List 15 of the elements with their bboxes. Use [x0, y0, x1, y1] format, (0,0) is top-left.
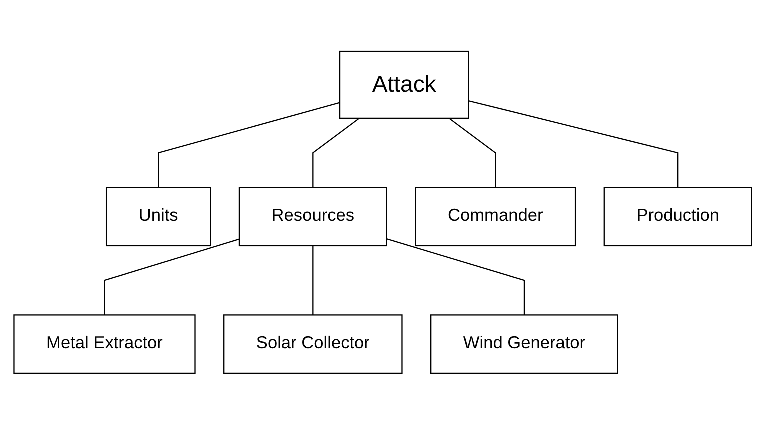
node-box: Solar Collector [224, 314, 403, 374]
connector [312, 246, 314, 316]
connector [312, 118, 360, 188]
node-box: Metal Extractor [14, 314, 196, 374]
connector [158, 102, 340, 188]
node-box: Commander [415, 187, 576, 247]
connector [386, 238, 526, 316]
node-box: Wind Generator [430, 314, 618, 374]
node-box: Units [106, 187, 212, 247]
connector [448, 118, 496, 188]
node-box: Production [604, 187, 752, 247]
node-box: Attack [339, 50, 470, 120]
connector [104, 238, 240, 316]
connector [468, 100, 679, 188]
node-box: Resources [238, 187, 388, 247]
